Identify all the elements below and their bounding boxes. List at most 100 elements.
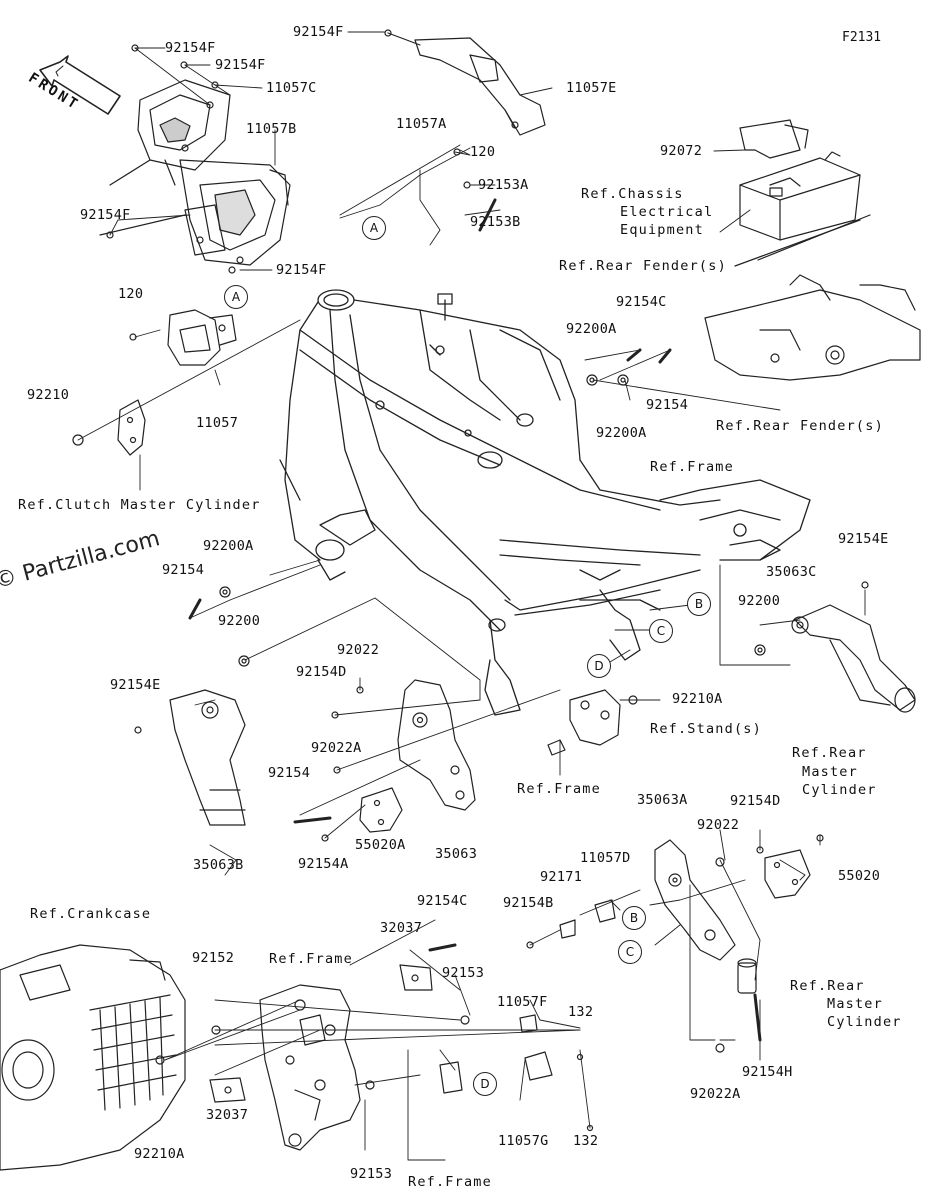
- part-label: 92154: [268, 765, 311, 781]
- ref-label: Master: [827, 996, 883, 1012]
- ref-label: Equipment: [620, 222, 704, 238]
- part-label: 92153B: [470, 214, 521, 230]
- ref-label: Ref.Rear Fender(s): [716, 418, 884, 434]
- part-label: 35063B: [193, 857, 244, 873]
- part-label: 32037: [380, 920, 423, 936]
- callout-a: A: [362, 216, 386, 240]
- ref-label: Cylinder: [802, 782, 877, 798]
- rear-fender-part: [704, 274, 921, 381]
- figure-id: F2131: [842, 30, 882, 45]
- part-label: 92154F: [293, 24, 344, 40]
- fasteners: [106, 29, 869, 1132]
- part-label: 120: [118, 286, 144, 302]
- bracket-11057D: [559, 899, 616, 939]
- bracket-35063: [397, 679, 476, 811]
- part-label: 32037: [206, 1107, 249, 1123]
- plate-55020A: [359, 787, 403, 833]
- bracket-11057E: [387, 32, 546, 136]
- part-label: 92154F: [80, 207, 131, 223]
- part-label: 92154: [646, 397, 689, 413]
- bracket-11057: [167, 309, 237, 366]
- part-label: 55020: [838, 868, 881, 884]
- part-label: 92200: [738, 593, 781, 609]
- plate-32037: [209, 964, 433, 1103]
- ref-label: Ref.Stand(s): [650, 721, 762, 737]
- ref-label: Ref.Frame: [650, 459, 734, 475]
- part-label: 11057D: [580, 850, 631, 866]
- clutch-bracket: [72, 399, 146, 456]
- part-label: 55020A: [355, 837, 406, 853]
- ref-label: Ref.Frame: [269, 951, 353, 967]
- engine-bracket: [259, 984, 361, 1151]
- battery-group: [734, 119, 871, 267]
- part-label: 92210A: [134, 1146, 185, 1162]
- plate-55020: [764, 849, 811, 899]
- part-label: 11057E: [566, 80, 617, 96]
- clip-parts: [439, 1014, 553, 1094]
- part-label: 92210A: [672, 691, 723, 707]
- part-label: 92154B: [503, 895, 554, 911]
- part-label: 11057B: [246, 121, 297, 137]
- part-label: 92022A: [311, 740, 362, 756]
- stand-bracket: [547, 689, 621, 756]
- part-label: 92022: [337, 642, 380, 658]
- part-label: 35063A: [637, 792, 688, 808]
- part-label: 11057G: [498, 1133, 549, 1149]
- part-label: 11057: [196, 415, 239, 431]
- ref-label: Ref.Frame: [517, 781, 601, 797]
- part-label: 92200A: [203, 538, 254, 554]
- part-label: 11057F: [497, 994, 548, 1010]
- callout-c: C: [618, 940, 642, 964]
- bracket-35063B: [169, 689, 246, 826]
- part-label: 92153: [442, 965, 485, 981]
- rear-master-cylinder: [737, 958, 757, 994]
- ref-label: Ref.Chassis: [581, 186, 684, 202]
- part-label: 92200A: [596, 425, 647, 441]
- bracket-35063A: [654, 839, 736, 961]
- part-label: 92152: [192, 950, 235, 966]
- part-label: 92210: [27, 387, 70, 403]
- part-label: 92154E: [110, 677, 161, 693]
- part-label: 92200A: [566, 321, 617, 337]
- part-label: 92022A: [690, 1086, 741, 1102]
- ref-label: Ref.Frame: [408, 1174, 492, 1190]
- callout-b: B: [622, 906, 646, 930]
- ref-label: Electrical: [620, 204, 714, 220]
- part-label: 92154F: [215, 57, 266, 73]
- callout-a: A: [224, 285, 248, 309]
- part-label: 92154H: [742, 1064, 793, 1080]
- part-label: 92154C: [417, 893, 468, 909]
- part-label: 92154D: [730, 793, 781, 809]
- part-label: 132: [573, 1133, 599, 1149]
- part-label: 120: [470, 144, 496, 160]
- part-label: 92022: [697, 817, 740, 833]
- callout-c: C: [649, 619, 673, 643]
- part-label: 92153: [350, 1166, 393, 1182]
- part-label: 92153A: [478, 177, 529, 193]
- part-label: 92154D: [296, 664, 347, 680]
- ref-label: Ref.Clutch Master Cylinder: [18, 497, 261, 513]
- part-label: 35063: [435, 846, 478, 862]
- part-label: 92154F: [276, 262, 327, 278]
- ref-label: Ref.Rear Fender(s): [559, 258, 727, 274]
- part-label: 92171: [540, 869, 583, 885]
- part-label: 35063C: [766, 564, 817, 580]
- ref-label: Ref.Rear: [790, 978, 865, 994]
- upper-bracket-group: [99, 79, 291, 266]
- callout-b: B: [687, 592, 711, 616]
- ref-label: Ref.Rear: [792, 745, 867, 761]
- part-label: 92154C: [616, 294, 667, 310]
- part-label: 92154E: [838, 531, 889, 547]
- crankcase-part: [0, 944, 186, 1171]
- part-label: 92154: [162, 562, 205, 578]
- part-label: 132: [568, 1004, 594, 1020]
- callout-d: D: [587, 654, 611, 678]
- part-label: 11057A: [396, 116, 447, 132]
- ref-label: Master: [802, 764, 858, 780]
- callout-d: D: [473, 1072, 497, 1096]
- label-leaders: [209, 31, 751, 876]
- ref-label: Cylinder: [827, 1014, 902, 1030]
- bracket-35063C: [791, 604, 916, 713]
